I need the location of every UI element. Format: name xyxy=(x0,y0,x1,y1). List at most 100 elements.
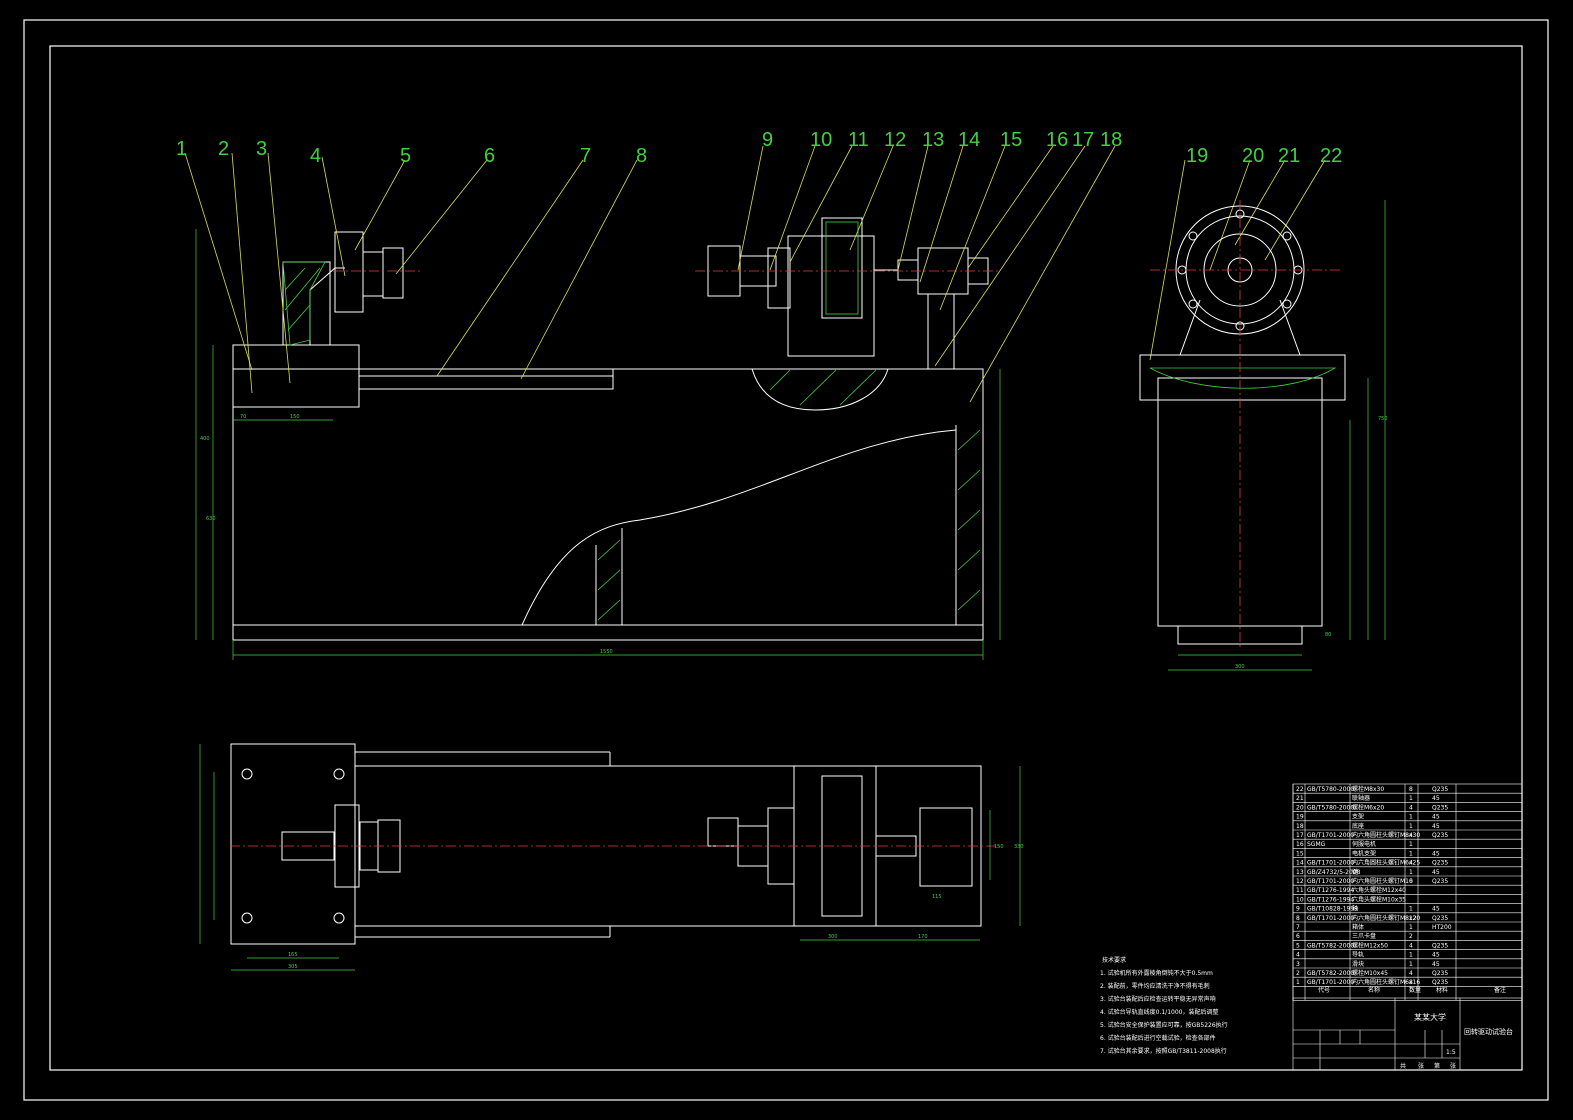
notes-line-7: 7. 试验台其余要求，按照GB/T3811-2008执行 xyxy=(1100,1047,1227,1055)
title-sheet-3: 第 xyxy=(1434,1062,1440,1070)
dim-bottom-mid-a: 300 xyxy=(828,934,838,940)
leader-lines xyxy=(184,145,1326,403)
bom-row-num: 13 xyxy=(1296,869,1304,876)
part-label-18: 18 xyxy=(1100,129,1122,151)
dim-bottom-right-a: 115 xyxy=(932,894,942,900)
part-label-5: 5 xyxy=(400,145,411,167)
bom-row-mat: Q235 xyxy=(1432,979,1448,986)
part-label-19: 19 xyxy=(1186,145,1208,167)
title-sheet-1: 共 xyxy=(1400,1062,1406,1070)
bom-row-num: 12 xyxy=(1296,878,1304,885)
bom-row-mat: 45 xyxy=(1432,823,1440,830)
part-label-6: 6 xyxy=(484,145,495,167)
drawing-border-inner xyxy=(49,45,1523,1071)
bom-row-name: 电机支架 xyxy=(1352,849,1376,857)
notes-line-4: 4. 试验台导轨直线度0.1/1000，装配后调整 xyxy=(1100,1008,1218,1016)
bom-row-num: 22 xyxy=(1296,786,1304,793)
bom-row-code: GB/T5782-2000 xyxy=(1307,942,1354,949)
bom-row-qty: 8 xyxy=(1409,786,1413,793)
bom-row-num: 2 xyxy=(1296,970,1300,977)
bom-row-qty: 4 xyxy=(1409,804,1413,811)
dim-left-a: 70 xyxy=(240,414,246,420)
bom-row-name: 箱体 xyxy=(1352,923,1364,931)
bom-row-code: SGMG xyxy=(1307,841,1326,848)
bom-row-qty: 12 xyxy=(1409,915,1417,922)
part-label-21: 21 xyxy=(1278,145,1300,167)
bom-row-num: 14 xyxy=(1296,860,1304,867)
bom-header-code: 代号 xyxy=(1318,986,1330,994)
bom-row-name: 键 xyxy=(1352,868,1358,876)
dim-base-foot: 80 xyxy=(1325,632,1331,638)
bom-row-code: GB/T10828-1999 xyxy=(1307,906,1358,913)
bom-row-qty: 8 xyxy=(1409,979,1413,986)
bom-row-name: 内六角圆柱头螺钉M6x16 xyxy=(1352,978,1420,986)
bom-header-mat: 材料 xyxy=(1436,986,1448,994)
bom-row-mat: 45 xyxy=(1432,795,1440,802)
bom-row-mat: Q235 xyxy=(1432,804,1448,811)
bom-row-name: 伺服电机 xyxy=(1352,840,1376,848)
bom-row-qty: 4 xyxy=(1409,942,1413,949)
part-label-9: 9 xyxy=(762,129,773,151)
bom-row-code: GB/T1276-1994 xyxy=(1307,887,1354,894)
bom-row-qty: 1 xyxy=(1409,906,1413,913)
part-label-15: 15 xyxy=(1000,129,1022,151)
bom-row-code: GB/T5782-2000 xyxy=(1307,970,1354,977)
dim-bottom-left-b: 305 xyxy=(288,964,298,970)
dim-bottom-mid-b: 170 xyxy=(918,934,928,940)
bom-row-num: 18 xyxy=(1296,823,1304,830)
dim-plan-width-a: 150 xyxy=(994,844,1004,850)
title-block: 某某大学 回转驱动试验台 1:5 共 张 第 张 xyxy=(1292,997,1523,1071)
bom-row-num: 1 xyxy=(1296,979,1300,986)
front-view xyxy=(232,217,989,641)
bom-row-num: 3 xyxy=(1296,961,1300,968)
part-label-16: 16 xyxy=(1046,129,1068,151)
part-label-14: 14 xyxy=(958,129,980,151)
side-hatch xyxy=(1149,367,1337,389)
bom-row-name: 支架 xyxy=(1352,813,1364,821)
bom-row-num: 8 xyxy=(1296,915,1300,922)
bom-header-name: 名称 xyxy=(1368,986,1380,994)
bom-row-num: 17 xyxy=(1296,832,1304,839)
bom-row-mat: Q235 xyxy=(1432,860,1448,867)
bom-row-mat: Q235 xyxy=(1432,970,1448,977)
bom-row-name: 螺栓M10x45 xyxy=(1352,969,1388,977)
bom-row-name: 三爪卡盘 xyxy=(1352,932,1376,940)
drawing-border-outer xyxy=(23,19,1549,1101)
bom-row-mat: 45 xyxy=(1432,850,1440,857)
part-label-17: 17 xyxy=(1072,129,1094,151)
bom-row-num: 4 xyxy=(1296,952,1300,959)
bom-row-mat: 45 xyxy=(1432,906,1440,913)
bom-row-qty: 4 xyxy=(1409,970,1413,977)
bom-row-name: 内六角圆柱头螺钉M8x20 xyxy=(1352,914,1420,922)
bom-row-num: 21 xyxy=(1296,795,1304,802)
bom-header-remark: 备注 xyxy=(1494,986,1506,994)
bom-row-qty: 1 xyxy=(1409,814,1413,821)
title-sheet-2: 张 xyxy=(1418,1062,1424,1070)
bom-row-qty: 1 xyxy=(1409,795,1413,802)
bom-row-num: 10 xyxy=(1296,896,1304,903)
bom-row-name: 底座 xyxy=(1352,822,1364,830)
bom-row-qty: 4 xyxy=(1409,860,1413,867)
bom-row-name: 内六角圆柱头螺钉M6x25 xyxy=(1352,859,1420,867)
bom-row-num: 6 xyxy=(1296,933,1300,940)
title-scale: 1:5 xyxy=(1446,1049,1456,1056)
part-label-1: 1 xyxy=(176,138,187,160)
bom-row-num: 16 xyxy=(1296,841,1304,848)
bom-row-num: 15 xyxy=(1296,850,1304,857)
bom-row-name: 联轴器 xyxy=(1352,794,1370,802)
bom-row-code: GB/T5780-2000 xyxy=(1307,804,1354,811)
bom-row-name: 螺栓M12x50 xyxy=(1352,941,1388,949)
bom-row-mat: 45 xyxy=(1432,961,1440,968)
bom-row-qty: 1 xyxy=(1409,924,1413,931)
bom-row-qty: 1 xyxy=(1409,952,1413,959)
bom-row-name: 滑块 xyxy=(1352,960,1364,968)
notes-title: 技术要求 xyxy=(1102,956,1126,964)
notes-line-3: 3. 试验台装配后应检查运转平稳无异常声响 xyxy=(1100,995,1216,1003)
notes-line-1: 1. 试验机所有外露棱角倒钝不大于0.5mm xyxy=(1100,969,1213,977)
bom-row-num: 5 xyxy=(1296,942,1300,949)
bom-row-code: GB/T1701-2000 xyxy=(1307,878,1354,885)
plan-dimensions xyxy=(199,744,1021,971)
front-dimensions xyxy=(195,229,1001,660)
